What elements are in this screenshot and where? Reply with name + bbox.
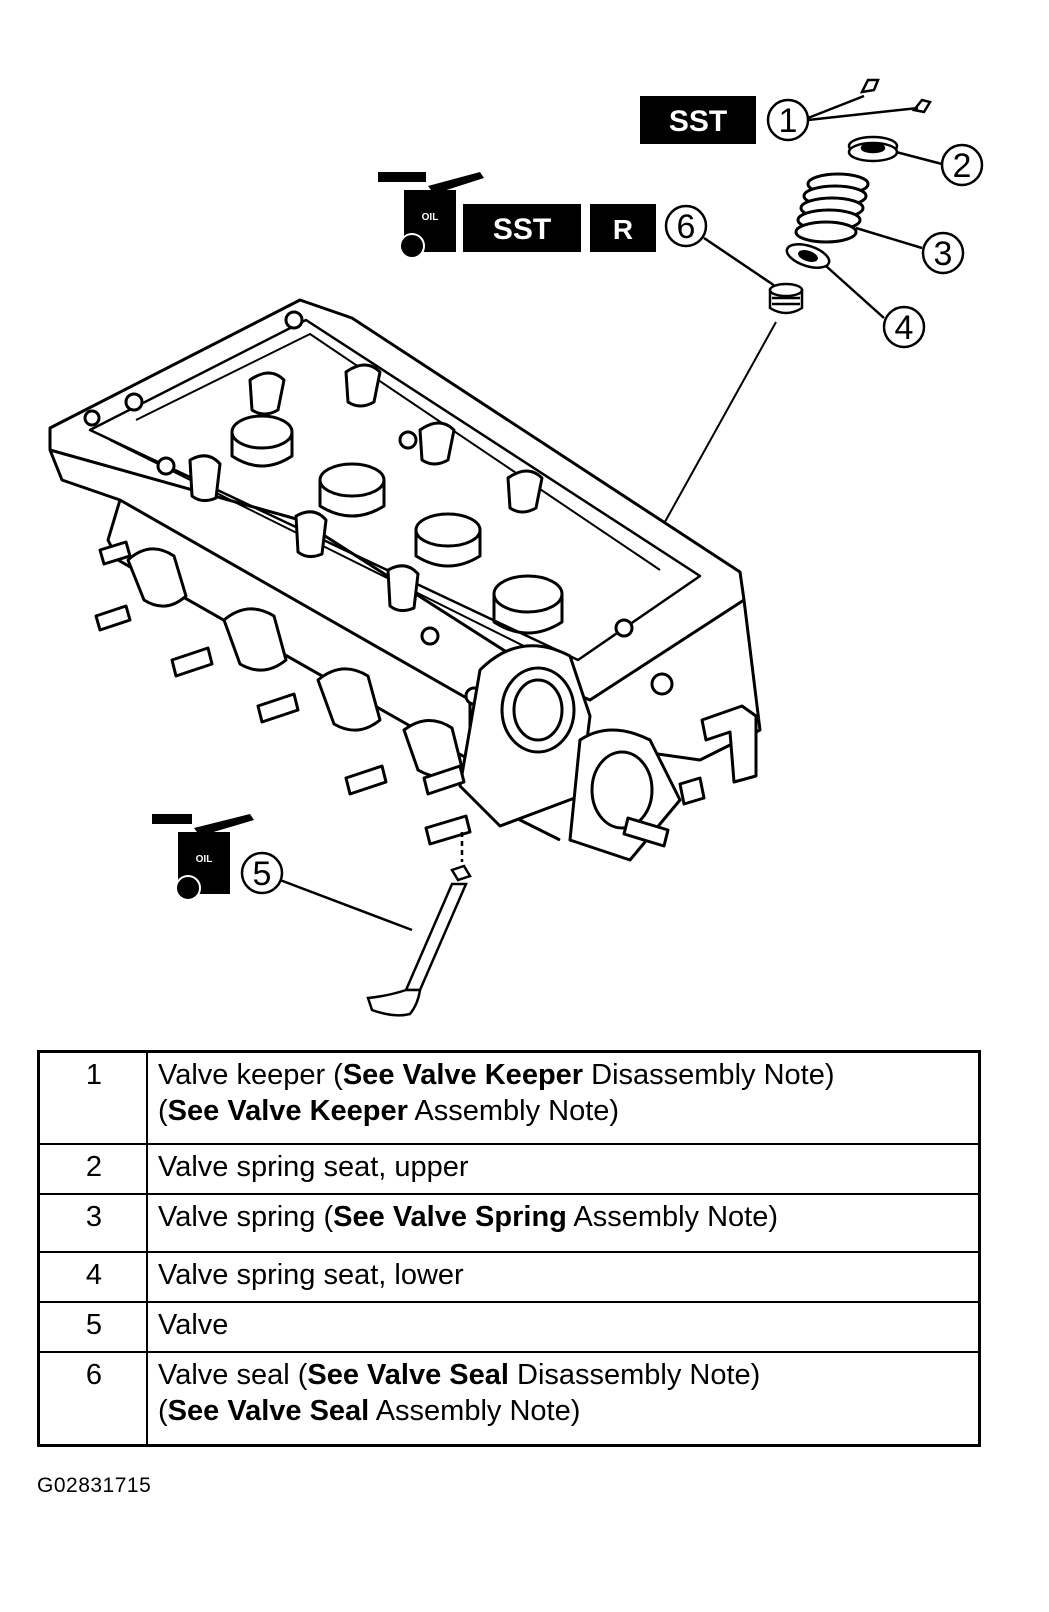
table-row: 4 Valve spring seat, lower <box>37 1250 981 1303</box>
part-description: Valve <box>146 1300 981 1353</box>
desc-text: Disassembly Note) <box>508 1358 761 1391</box>
part-number: 4 <box>37 1250 148 1303</box>
oil-can-icon: OIL <box>152 814 254 901</box>
desc-reference: See Valve Keeper <box>167 1095 408 1127</box>
r-tag-label: R <box>613 214 633 245</box>
part-number: 6 <box>37 1350 148 1447</box>
exploded-diagram: SST 1 2 3 4 <box>48 78 984 1017</box>
table-row: 1 Valve keeper (See Valve Keeper Disasse… <box>37 1050 981 1145</box>
part-description: Valve seal (See Valve Seal Disassembly N… <box>146 1350 981 1447</box>
callout-1: 1 <box>766 98 810 142</box>
part-description: Valve spring (See Valve Spring Assembly … <box>146 1192 981 1253</box>
spring-seat-lower-part <box>785 243 885 319</box>
desc-reference: See Valve Spring <box>333 1200 567 1233</box>
desc-text: Valve seal ( <box>158 1358 308 1391</box>
desc-text: Assembly Note) <box>369 1394 581 1427</box>
r-replace-tag: R <box>590 204 656 252</box>
callout-2-label: 2 <box>953 147 972 185</box>
part-number: 5 <box>37 1300 148 1353</box>
part-description: Valve spring seat, upper <box>146 1142 981 1195</box>
callout-6-label: 6 <box>677 208 696 246</box>
sst-tag-middle-label: SST <box>493 213 551 246</box>
oil-can-icon: OIL <box>378 172 484 259</box>
callout-5: 5 <box>240 851 284 895</box>
table-row: 5 Valve <box>37 1300 981 1353</box>
desc-text: ( <box>158 1095 168 1127</box>
callout-2: 2 <box>940 143 984 187</box>
valve-part <box>279 832 472 1017</box>
valve-seal-part <box>625 236 804 593</box>
part-number: 3 <box>37 1192 148 1253</box>
callout-6: 6 <box>664 204 708 248</box>
desc-text: Assembly Note) <box>566 1200 779 1233</box>
table-row: 6 Valve seal (See Valve Seal Disassembly… <box>37 1350 981 1447</box>
oil-can-label-bottom: OIL <box>196 854 213 865</box>
callout-4-label: 4 <box>895 309 914 347</box>
callout-1-label: 1 <box>779 102 798 140</box>
sst-tag-top-label: SST <box>669 105 727 138</box>
cylinder-head-illustration <box>48 298 762 862</box>
figure-id: G02831715 <box>37 1474 152 1497</box>
oil-can-label-top: OIL <box>422 212 439 223</box>
desc-reference: See Valve Keeper <box>342 1059 584 1091</box>
desc-text: ( <box>158 1394 168 1427</box>
valve-spring-part <box>794 172 923 250</box>
spring-seat-upper-part <box>847 135 943 166</box>
desc-text: Assembly Note) <box>407 1095 620 1127</box>
part-number: 1 <box>37 1050 148 1145</box>
part-description: Valve spring seat, lower <box>146 1250 981 1303</box>
desc-text: Disassembly Note) <box>583 1059 835 1091</box>
desc-text: Valve spring ( <box>158 1200 334 1233</box>
sst-tag-top: SST <box>640 96 756 144</box>
desc-text: Valve keeper ( <box>158 1059 343 1091</box>
parts-legend-table: 1 Valve keeper (See Valve Keeper Disasse… <box>37 1050 981 1447</box>
table-row: 2 Valve spring seat, upper <box>37 1142 981 1195</box>
part-number: 2 <box>37 1142 148 1195</box>
callout-3-label: 3 <box>934 235 953 273</box>
part-description: Valve keeper (See Valve Keeper Disassemb… <box>146 1050 981 1145</box>
valve-keeper-part <box>807 78 932 122</box>
desc-reference: See Valve Seal <box>167 1394 370 1427</box>
callout-4: 4 <box>882 305 926 349</box>
callout-3: 3 <box>921 231 965 275</box>
callout-5-label: 5 <box>253 855 272 893</box>
sst-tag-middle: SST <box>463 204 581 252</box>
table-row: 3 Valve spring (See Valve Spring Assembl… <box>37 1192 981 1253</box>
desc-reference: See Valve Seal <box>307 1358 509 1391</box>
